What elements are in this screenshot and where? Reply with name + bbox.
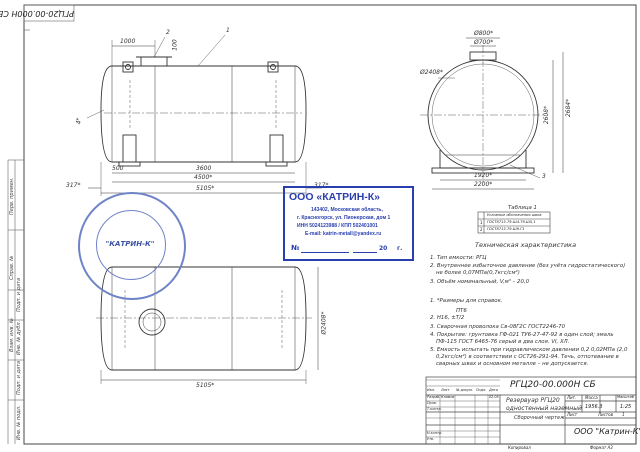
title-row: Н.контр. — [427, 431, 443, 435]
stamp-number: № — [291, 244, 300, 252]
spec-line: 0,2кгс/см²) в соответствии с ОСТ26-291-9… — [436, 354, 619, 360]
dim-d800: Ø800* — [474, 30, 494, 37]
dim-1000: 1000 — [120, 38, 136, 45]
company-seal: "КАТРИН-К" — [78, 192, 186, 300]
company-stamp: ООО «КАТРИН-К» 143402, Московская област… — [283, 186, 414, 261]
dim-4500: 4500* — [194, 174, 213, 181]
table-row: ГОСТ8713-79-Ш4-Т9-Ш5,1 — [487, 220, 536, 224]
weld-table — [477, 211, 551, 234]
stamp-company: ООО «КАТРИН-К» — [289, 191, 381, 203]
company-name: ООО "Катрин-К" — [574, 427, 640, 436]
spec-line: не более 0,07МПа(0,7кгс/см²) — [436, 270, 520, 276]
spec-line: 5. Емкость испытать при гидравлическом д… — [430, 347, 628, 353]
sheets-label: Листов — [598, 412, 613, 417]
dim-317-left: 317* — [66, 182, 81, 189]
spec-line: 1. Тип емкости: РГЦ — [430, 255, 487, 261]
designation-main: РГЦ20-00.000Н СБ — [510, 380, 596, 390]
table-row: 2 — [480, 227, 483, 232]
doc-type: Сборочный чертеж — [514, 415, 565, 421]
table-header: Условные обозначения швов — [487, 213, 542, 217]
table-row: ГОСТ8713-79-Ш9-Г1 — [487, 227, 525, 231]
leader-3: 3 — [542, 173, 546, 180]
mass-value: 1956.3 — [585, 404, 603, 410]
margin-label: Инв. № дубл. — [16, 320, 22, 355]
dim-2608: 2608* — [543, 105, 551, 125]
margin-label: Взам. инв. № — [9, 318, 15, 352]
margin-label: Подп. и дата — [16, 277, 22, 312]
leader-4: 4* — [75, 117, 83, 125]
footer-format: Формат А3 — [590, 445, 613, 450]
stamp-inn: ИНН 5024123988 / КПП 502401001 — [297, 223, 378, 229]
sheet-label: Лист — [567, 412, 578, 417]
lit-label: Лит. — [567, 395, 577, 400]
dim-d700: Ø700* — [474, 39, 494, 46]
scale-label: Масштаб — [617, 395, 635, 399]
stamp-date-suffix: г. — [397, 245, 403, 252]
dim-3600: 3600 — [196, 165, 212, 172]
margin-label: Перв. примен. — [9, 177, 15, 215]
stamp-date: 20 — [379, 245, 388, 252]
spec-line: 1. *Размеры для справок. — [430, 298, 503, 304]
spec-line: ПФ-115 ГОСТ 6465-76 серый в два слоя. VI… — [436, 339, 570, 345]
sheets-count: 1 — [622, 412, 625, 417]
title-row: Утв. — [427, 437, 435, 441]
product-name: одностенный наземный — [506, 405, 582, 412]
title-col: Подп. — [476, 388, 487, 392]
mass-label: Масса — [585, 395, 598, 400]
scale-value: 1:25 — [620, 404, 632, 410]
title-row: Пров. — [427, 401, 437, 405]
front-view — [86, 34, 322, 196]
dim-d2408: Ø2408* — [420, 69, 443, 76]
designation-top: РГЦ20-00.000Н СБ — [0, 9, 74, 18]
date: 02.05 — [489, 395, 499, 399]
specs-heading: Техническая характеристика — [475, 241, 577, 249]
spec-line: 4. Покрытие: грунтовка ГФ-021 ТУ6-27-47-… — [430, 332, 614, 338]
side-view — [420, 37, 564, 190]
dim-2684: 2684* — [565, 98, 573, 118]
dim-2200: 2200* — [474, 181, 493, 188]
product-name: Резервуар РГЦ20 — [506, 397, 560, 404]
margin-label: Справ. № — [9, 255, 15, 280]
spec-line: сварных швах и основном металле – не доп… — [436, 361, 589, 367]
title-col: Дата — [489, 388, 498, 392]
spec-line: 2. Н16, ±Т/2 — [430, 315, 465, 321]
spec-line: 2. Внутреннее избыточное давление (без у… — [430, 263, 626, 269]
dim-d2408-plan: Ø2408* — [320, 311, 328, 335]
seal-name: "КАТРИН-К" — [105, 240, 155, 248]
stamp-address: 143402, Московская область, — [311, 207, 383, 213]
spec-line: 3. Объём номинальный, V,м³ – 20,0 — [430, 279, 530, 285]
footer-copied: Копировал — [508, 445, 531, 450]
stamp-number-line — [301, 252, 349, 253]
spec-line: ПТ6 — [456, 308, 467, 314]
table-title: Таблица 1 — [508, 205, 537, 211]
dim-317-right: 317* — [314, 182, 329, 189]
title-row: Т.контр. — [427, 407, 442, 411]
stamp-address: г. Красногорск, ул. Пионерская, дом 1 — [297, 215, 391, 221]
stamp-email: E-mail: katrin-metall@yandex.ru — [305, 231, 382, 237]
spec-line: 3. Сварочная проволока Св-08Г2С ГОСТ2246… — [430, 324, 566, 330]
margin-label: Инв. № подл. — [16, 405, 22, 441]
dim-5105-plan: 5105* — [196, 382, 215, 389]
dim-1920: 1920* — [474, 172, 493, 179]
margin-label: Подп. и дата — [16, 360, 22, 395]
dim-5105: 5105* — [196, 185, 215, 192]
dim-100: 100 — [171, 39, 179, 51]
sheet-border — [23, 4, 637, 445]
title-row: Разраб. — [427, 395, 441, 399]
stamp-date-line — [353, 252, 377, 253]
table-row: 1 — [480, 220, 483, 225]
leader-2: 2 — [166, 29, 170, 36]
title-col: Изм. — [427, 388, 435, 392]
title-col: № докум. — [456, 388, 473, 392]
title-col: Лист — [441, 388, 450, 392]
developer: Климов — [441, 395, 455, 399]
dim-500: 500 — [112, 165, 124, 172]
leader-1: 1 — [226, 27, 230, 34]
title-block — [425, 376, 637, 445]
